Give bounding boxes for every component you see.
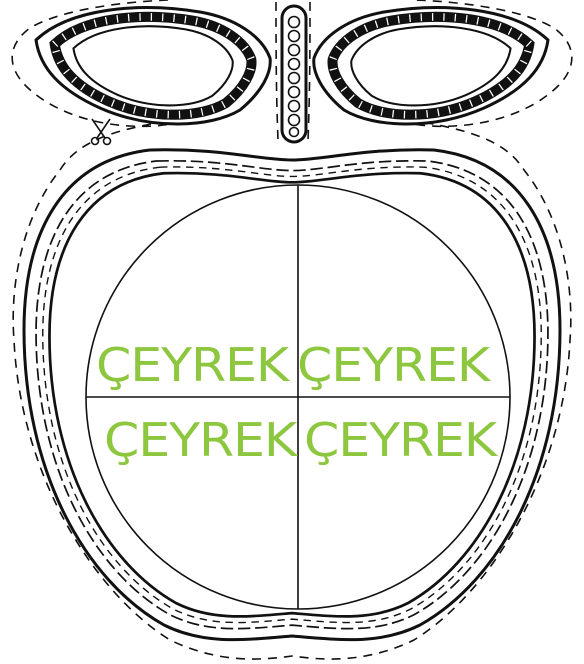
right-leaf [314,8,548,124]
quarter-label-top-left: ÇEYREK [96,338,291,392]
left-leaf [36,8,270,124]
apple-stem [282,6,306,142]
apple-body [24,150,560,640]
quarter-label-top-right: ÇEYREK [297,338,492,392]
quarter-label-bottom-left: ÇEYREK [104,413,299,467]
quarter-label-bottom-right: ÇEYREK [304,413,499,467]
